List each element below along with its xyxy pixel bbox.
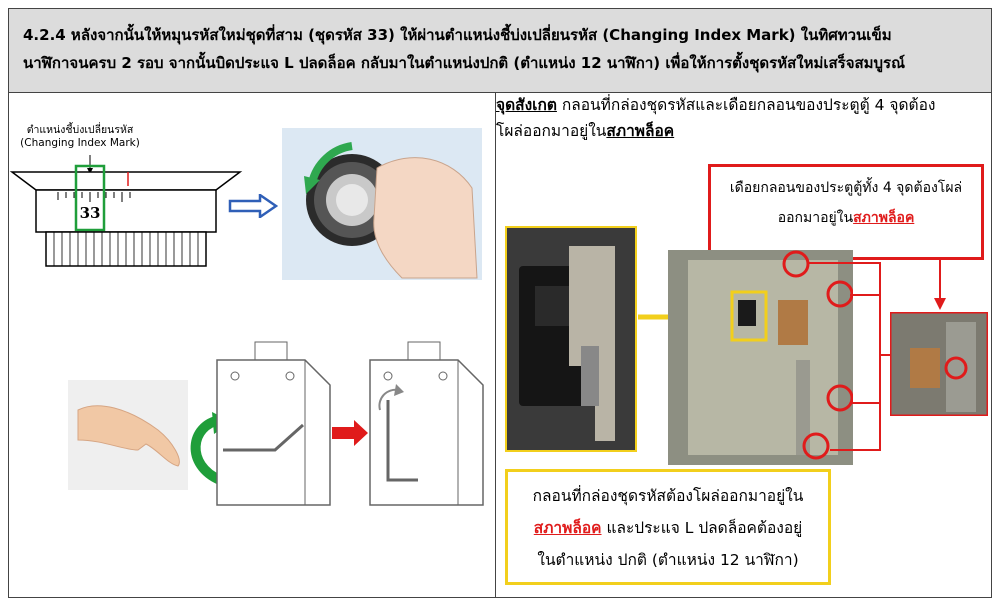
summary-box: กลอนที่กล่องชุดรหัสต้องโผล่ออกมาอยู่ใน ส… bbox=[505, 469, 831, 585]
callout-locked: สภาพล็อค bbox=[853, 210, 915, 226]
page-frame: 4.2.4 หลังจากนั้นให้หมุนรหัสใหม่ชุดที่สา… bbox=[8, 8, 992, 598]
callout-text: ออกมาอยู่ใน bbox=[777, 210, 854, 226]
summary-line-1: กลอนที่กล่องชุดรหัสต้องโผล่ออกมาอยู่ใน bbox=[532, 487, 804, 505]
dial-diagram: 33 bbox=[9, 155, 243, 267]
callout-line-1: เดือยกลอนของประตูตู้ทั้ง 4 จุดต้องโผล่ bbox=[729, 180, 963, 196]
summary-line-3: ในตำแหน่ง ปกติ (ตำแหน่ง 12 นาฬิกา) bbox=[537, 551, 799, 569]
arrow-right-icon bbox=[228, 194, 278, 218]
index-mark-label-th: ตำแหน่งชี้บ่งเปลี่ยนรหัส bbox=[26, 124, 134, 136]
note-line-2: โผล่ออกมาอยู่ในสภาพล็อค bbox=[496, 118, 976, 144]
summary-line-2: สภาพล็อค และประแจ L ปลดล็อคต้องอยู่ bbox=[508, 512, 828, 544]
note-text-b: โผล่ออกมาอยู่ใน bbox=[496, 122, 607, 140]
column-divider bbox=[495, 93, 496, 598]
instruction-header: 4.2.4 หลังจากนั้นให้หมุนรหัสใหม่ชุดที่สา… bbox=[9, 9, 991, 93]
hand-icon bbox=[68, 380, 188, 490]
index-mark-label: ตำแหน่งชี้บ่งเปลี่ยนรหัส (Changing Index… bbox=[10, 124, 150, 150]
arrow-right-red-icon bbox=[332, 420, 368, 446]
header-line-2: นาฬิกาจนครบ 2 รอบ จากนั้นบิดประแจ L ปลดล… bbox=[23, 54, 906, 72]
bolt-closeup-photo bbox=[890, 312, 988, 416]
lockbox-after bbox=[369, 341, 484, 506]
dial-number: 33 bbox=[80, 204, 101, 222]
summary-locked: สภาพล็อค bbox=[533, 519, 602, 537]
hand-dial-photo bbox=[282, 128, 482, 280]
note-line-1: จุดสังเกต กลอนที่กล่องชุดรหัสและเดือยกลอ… bbox=[496, 92, 976, 118]
safe-interior-photo bbox=[668, 250, 853, 465]
callout-line-2: ออกมาอยู่ในสภาพล็อค bbox=[711, 203, 981, 233]
observation-note: จุดสังเกต กลอนที่กล่องชุดรหัสและเดือยกลอ… bbox=[496, 92, 976, 144]
note-locked: สภาพล็อค bbox=[606, 122, 675, 140]
red-connectors bbox=[808, 262, 890, 451]
bolt-callout: เดือยกลอนของประตูตู้ทั้ง 4 จุดต้องโผล่ อ… bbox=[708, 164, 984, 260]
lock-closeup-photo bbox=[505, 226, 637, 452]
index-mark-label-en: (Changing Index Mark) bbox=[20, 137, 140, 149]
summary-line-2-rest: และประแจ L ปลดล็อคต้องอยู่ bbox=[601, 519, 803, 537]
note-heading: จุดสังเกต bbox=[496, 96, 557, 114]
note-text-a: กลอนที่กล่องชุดรหัสและเดือยกลอนของประตูต… bbox=[556, 96, 936, 114]
header-line-1: 4.2.4 หลังจากนั้นให้หมุนรหัสใหม่ชุดที่สา… bbox=[23, 26, 892, 44]
callout-arrow-icon bbox=[934, 260, 946, 310]
lockbox-before bbox=[216, 341, 331, 506]
